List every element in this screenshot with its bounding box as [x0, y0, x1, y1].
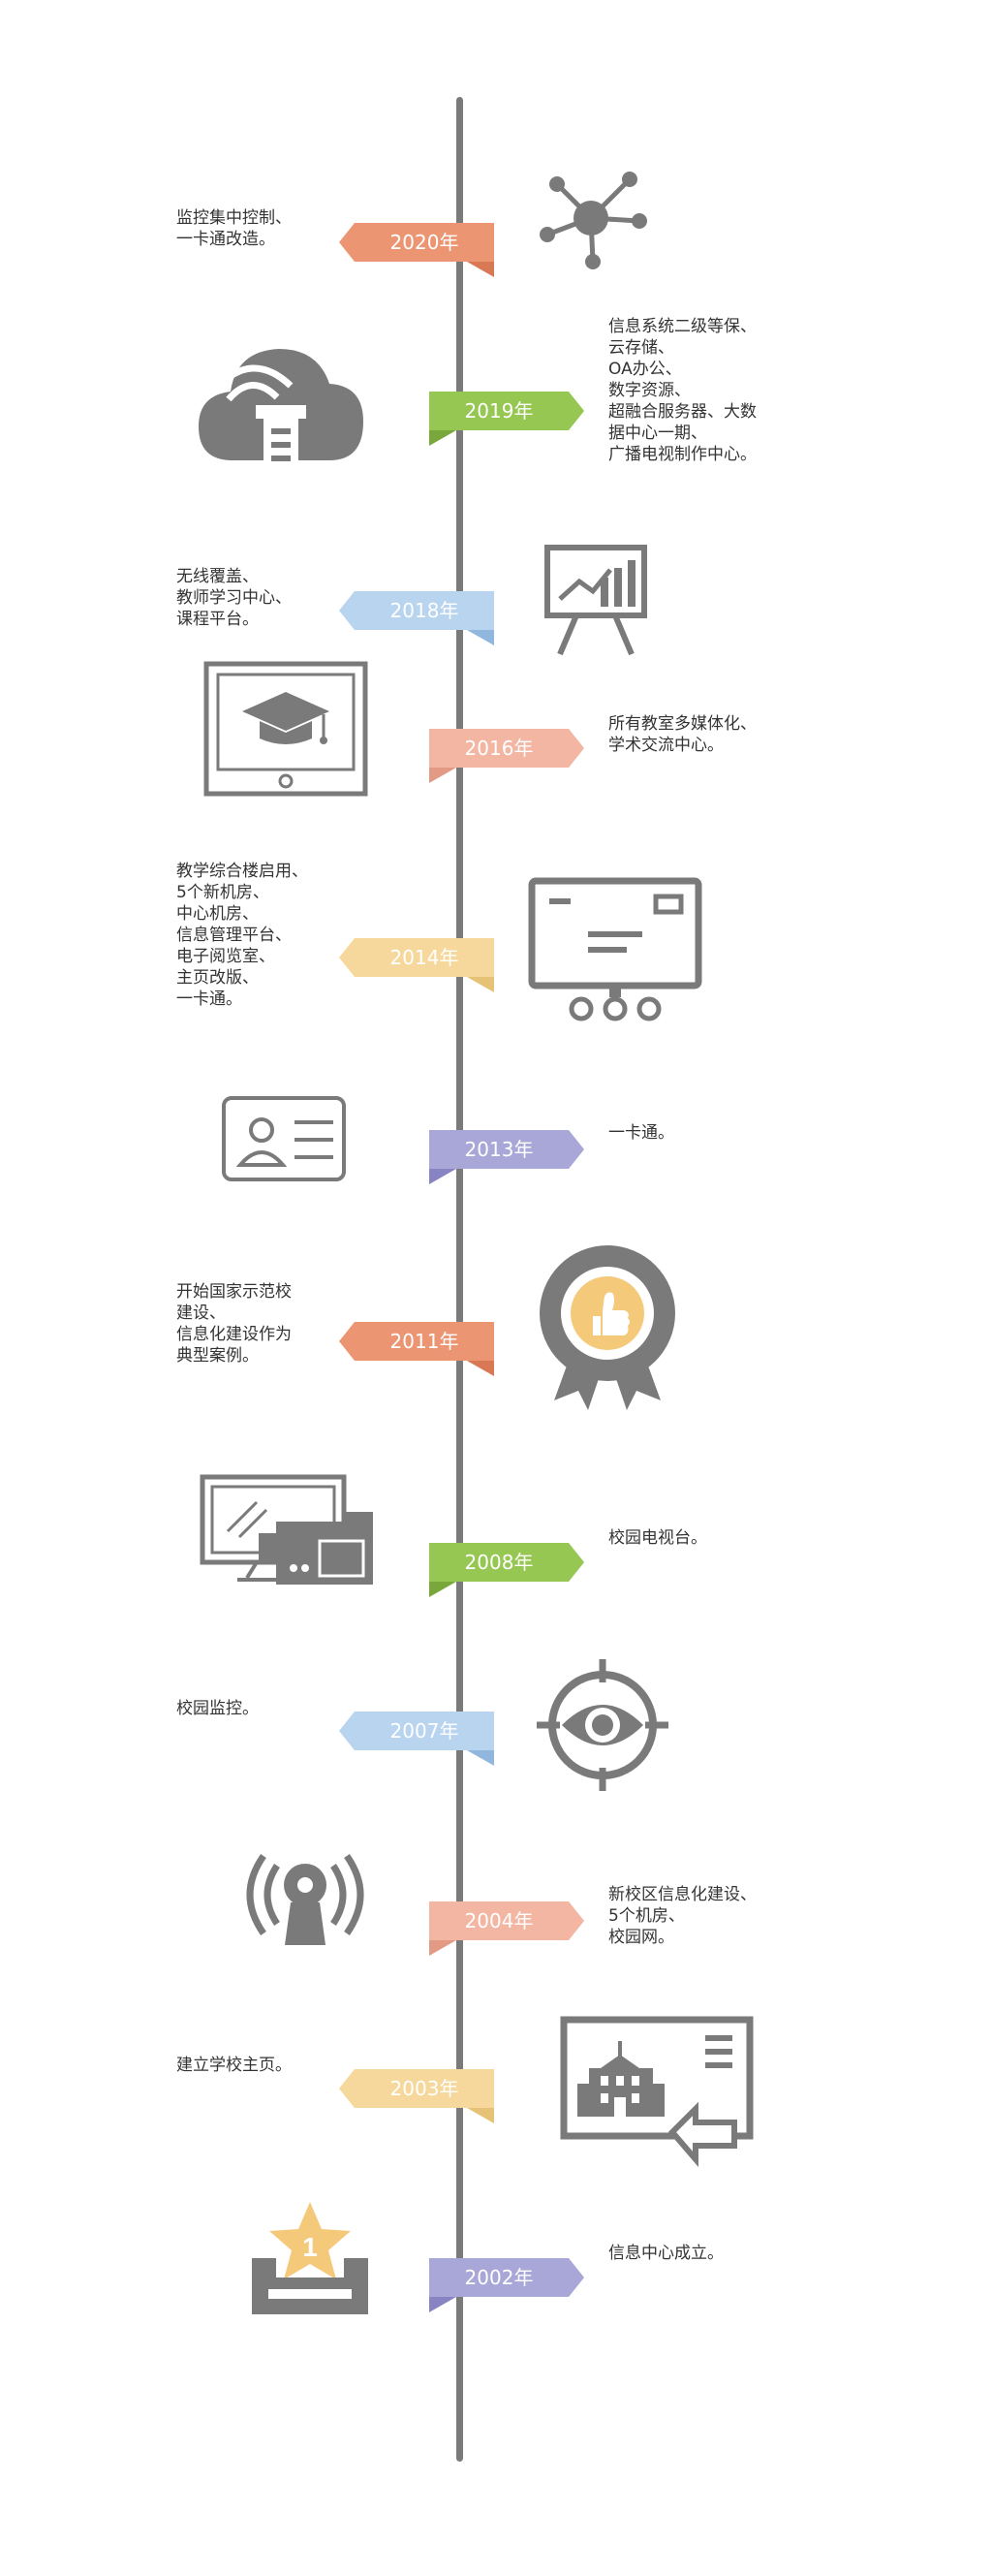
- year-flag-shape: [339, 1712, 494, 1766]
- year-label: 2008年: [464, 1551, 534, 1574]
- network-icon: [533, 165, 649, 275]
- year-label: 2016年: [464, 737, 534, 760]
- event-description: 教学综合楼启用、 5个新机房、 中心机房、 信息管理平台、 电子阅览室、 主页改…: [176, 862, 308, 1009]
- year-label: 2013年: [464, 1138, 534, 1161]
- year-label: 2020年: [389, 231, 459, 254]
- event-description: 信息中心成立。: [608, 2244, 724, 2263]
- year-flag-shape: [339, 1322, 494, 1376]
- star-tray-icon: 1: [247, 2200, 373, 2320]
- year-flag-shape: [339, 223, 494, 277]
- event-description: 信息系统二级等保、 云存储、 OA办公、 数字资源、 超融合服务器、大数 据中心…: [608, 317, 757, 464]
- svg-text:1: 1: [302, 2232, 318, 2262]
- year-flag-shape: [429, 1130, 584, 1184]
- presentation-chart-icon: [542, 543, 649, 663]
- year-flag: 2014年: [339, 938, 494, 992]
- year-flag: 2019年: [429, 392, 584, 446]
- year-label: 2004年: [464, 1909, 534, 1932]
- year-flag-shape: [429, 1543, 584, 1597]
- cloud-storage-icon: [194, 330, 368, 479]
- year-flag: 2018年: [339, 591, 494, 645]
- year-flag: 2003年: [339, 2069, 494, 2123]
- year-flag-shape: [429, 729, 584, 783]
- graduation-tablet-icon: [203, 661, 368, 801]
- year-flag: 2011年: [339, 1322, 494, 1376]
- year-label: 2018年: [389, 599, 459, 622]
- eye-target-icon: [535, 1657, 670, 1797]
- year-flag: 2002年: [429, 2258, 584, 2312]
- year-flag-shape: [429, 1901, 584, 1956]
- event-description: 所有教室多媒体化、 学术交流中心。: [608, 714, 757, 755]
- year-flag-shape: [339, 591, 494, 645]
- award-badge-icon: [535, 1241, 680, 1419]
- tv-camera-icon: [199, 1473, 383, 1593]
- year-flag: 2016年: [429, 729, 584, 783]
- year-flag: 2013年: [429, 1130, 584, 1184]
- year-label: 2002年: [464, 2266, 534, 2289]
- year-label: 2003年: [389, 2077, 459, 2100]
- year-flag-shape: [429, 2258, 584, 2312]
- year-flag: 2008年: [429, 1543, 584, 1597]
- year-label: 2014年: [389, 946, 459, 969]
- wireless-broadcast-icon: [242, 1846, 368, 1957]
- event-description: 无线覆盖、 教师学习中心、 课程平台。: [176, 567, 292, 629]
- year-label: 2019年: [464, 399, 534, 423]
- event-description: 新校区信息化建设、 5个机房、 校园网。: [608, 1885, 757, 1947]
- event-description: 校园电视台。: [608, 1528, 707, 1548]
- event-description: 校园监控。: [176, 1699, 259, 1718]
- school-homepage-icon: [560, 2016, 754, 2184]
- year-label: 2011年: [389, 1330, 459, 1353]
- timeline-axis: [456, 97, 463, 2462]
- year-flag: 2004年: [429, 1901, 584, 1956]
- year-flag: 2020年: [339, 223, 494, 277]
- year-flag-shape: [429, 392, 584, 446]
- year-label: 2007年: [389, 1719, 459, 1743]
- event-description: 一卡通。: [608, 1123, 674, 1143]
- event-description: 建立学校主页。: [176, 2056, 292, 2075]
- id-card-icon: [221, 1095, 347, 1186]
- monitor-screen-icon: [528, 877, 702, 1026]
- event-description: 监控集中控制、 一卡通改造。: [176, 208, 292, 249]
- year-flag-shape: [339, 938, 494, 992]
- year-flag: 2007年: [339, 1712, 494, 1766]
- year-flag-shape: [339, 2069, 494, 2123]
- event-description: 开始国家示范校 建设、 信息化建设作为 典型案例。: [176, 1282, 292, 1366]
